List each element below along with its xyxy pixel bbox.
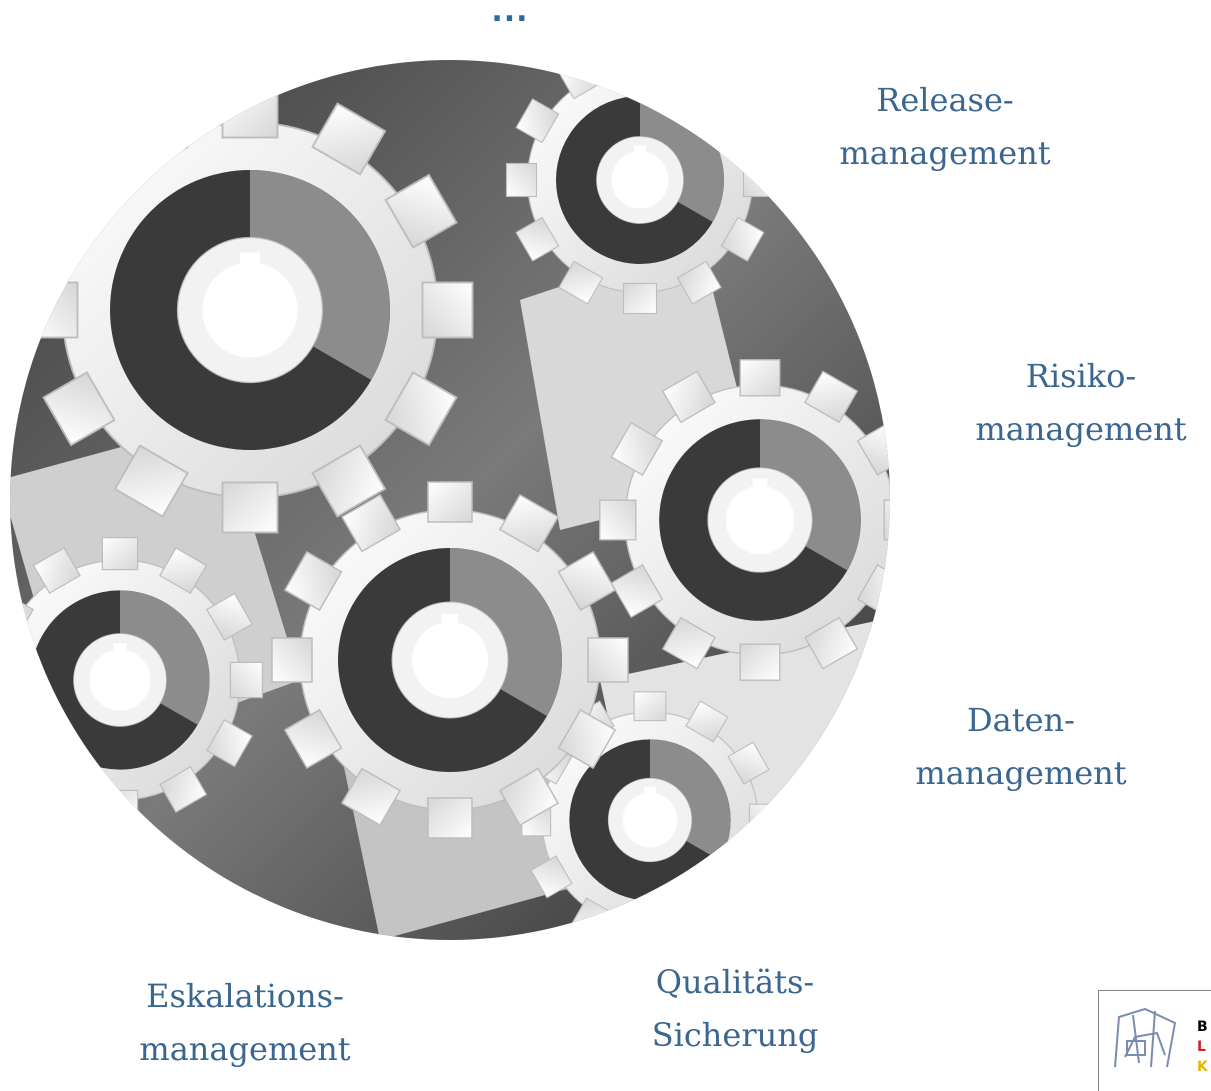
eskalation-line2: management — [139, 1030, 351, 1068]
daten-line2: management — [915, 754, 1127, 792]
label-daten-management: Daten- management — [906, 694, 1136, 800]
logo-letter-3: K — [1197, 1059, 1208, 1075]
risiko-line1: Risiko- — [1025, 357, 1137, 395]
logo-letter-2: L — [1197, 1039, 1206, 1055]
logo-mark-icon — [1114, 1007, 1177, 1068]
logo-letter-1: B — [1197, 1019, 1208, 1035]
more-indicator: ... — [491, 0, 529, 29]
release-line2: management — [839, 134, 1051, 172]
qualitaet-line1: Qualitäts- — [655, 963, 815, 1001]
logo: B L K — [1098, 990, 1211, 1091]
label-risiko-management: Risiko- management — [966, 350, 1196, 456]
label-eskalations-management: Eskalations- management — [120, 970, 370, 1076]
eskalation-line1: Eskalations- — [146, 977, 344, 1015]
release-line1: Release- — [876, 81, 1014, 119]
gears-illustration — [10, 60, 890, 940]
risiko-line2: management — [975, 410, 1187, 448]
daten-line1: Daten- — [967, 701, 1075, 739]
label-release-management: Release- management — [830, 74, 1060, 180]
label-qualitaets-sicherung: Qualitäts- Sicherung — [620, 956, 850, 1062]
qualitaet-line2: Sicherung — [651, 1016, 819, 1054]
logo-letters: B L K — [1197, 1017, 1208, 1077]
